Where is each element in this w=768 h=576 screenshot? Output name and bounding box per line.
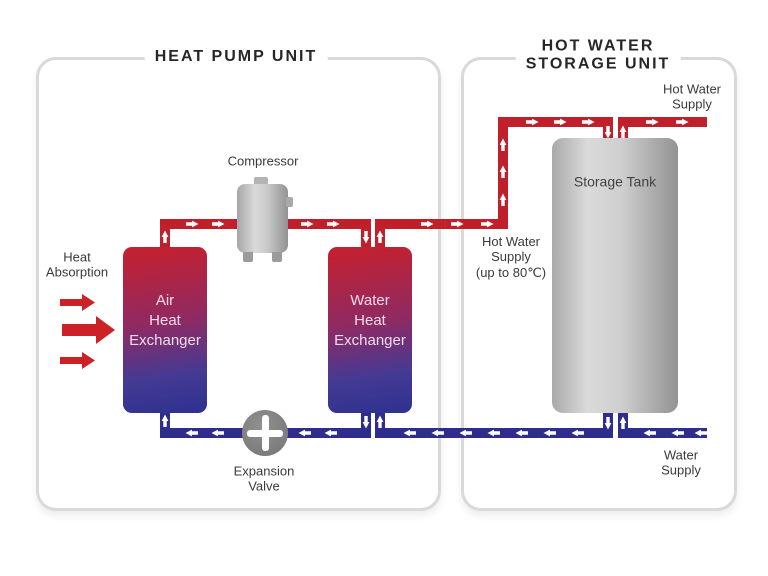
cold-pipe-tank-to-waterhx <box>375 410 613 438</box>
storage-tank <box>552 138 678 413</box>
heat-absorption-arrows <box>60 294 115 369</box>
air-heat-exchanger-label: Air Heat Exchanger <box>129 292 201 349</box>
hot-water-supply-label: Hot Water Supply <box>662 81 722 112</box>
heat-arrow-large <box>62 316 115 344</box>
storage-unit-title: HOT WATER STORAGE UNIT <box>515 35 681 77</box>
expansion-valve <box>242 410 288 456</box>
expansion-valve-label: Expansion Valve <box>233 463 295 494</box>
compressor <box>237 184 288 253</box>
cold-pipe-supply-to-tank <box>618 412 707 438</box>
hot-water-supply-80c-label: Hot Water Supply (up to 80℃) <box>475 234 547 280</box>
compressor-foot-right <box>272 252 282 262</box>
compressor-cap <box>254 177 268 186</box>
heat-arrow-small-top <box>60 294 95 311</box>
compressor-foot-left <box>243 252 253 262</box>
valve-cross-vertical <box>261 415 269 451</box>
heat-arrow-small-bottom <box>60 352 95 369</box>
water-heat-exchanger: Water Heat Exchanger <box>328 247 412 413</box>
compressor-label: Compressor <box>227 153 299 169</box>
heat-absorption-label: Heat Absorption <box>45 249 109 280</box>
water-supply-label: Water Supply <box>661 447 701 478</box>
heat-pump-unit-title: HEAT PUMP UNIT <box>144 45 328 69</box>
compressor-fitting <box>286 197 293 207</box>
storage-tank-label: Storage Tank <box>573 173 657 190</box>
water-heat-exchanger-label: Water Heat Exchanger <box>334 292 406 349</box>
air-heat-exchanger: Air Heat Exchanger <box>123 247 207 413</box>
